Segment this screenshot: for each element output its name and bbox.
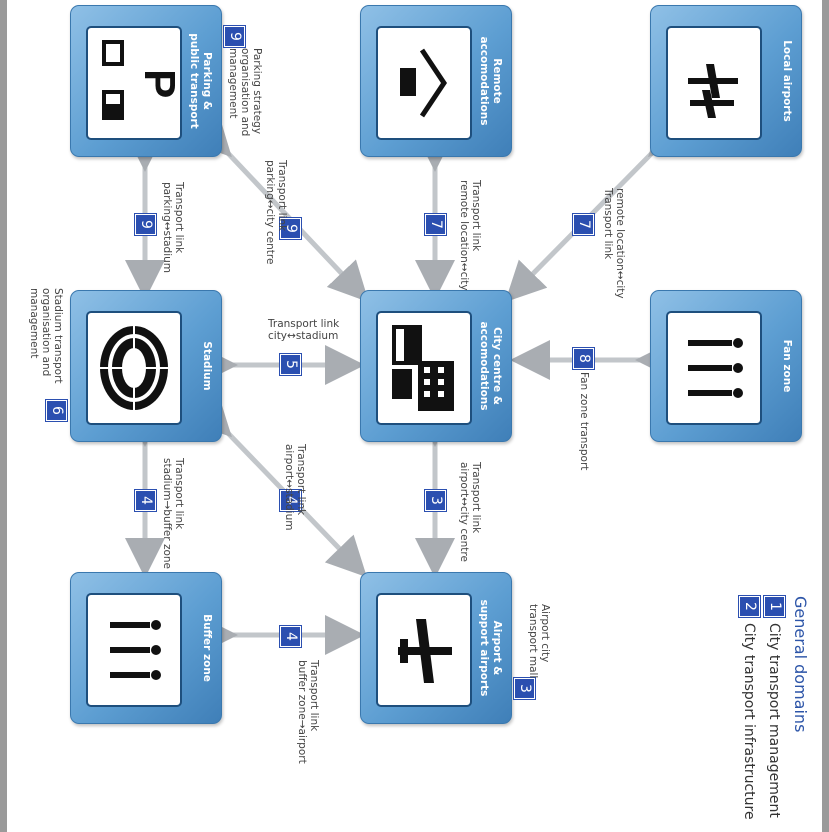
airplanes-icon: [666, 26, 762, 140]
link-badge-city-airport: 3: [424, 489, 447, 512]
link-text-remote-city: Transport link remote location↔city: [458, 180, 482, 291]
legend: General domains 1 City transport managem…: [738, 595, 810, 826]
legend-label-2: City transport infrastructure: [741, 623, 758, 820]
node-parking-public-transport: P Parking & public transport: [70, 5, 222, 157]
link-badge-buffer-airport: 4: [279, 625, 302, 648]
crowd-icon: [86, 593, 182, 707]
link-badge-stadium-city: 5: [279, 353, 302, 376]
node-remote-accomodations: Remote accomodations: [360, 5, 512, 157]
node-fan-zone: Fan zone: [650, 290, 802, 442]
fan-zone-label: Fan zone: [781, 339, 793, 393]
stadium-domain-badge: 6: [45, 399, 68, 422]
parking-domain-badge: 9: [223, 25, 246, 48]
link-text-fan-city: Fan zone transport: [578, 372, 590, 471]
node-city-centre: City centre & accomodations: [360, 290, 512, 442]
link-text-stadium-buffer: Transport link stadium→buffer zone: [161, 458, 185, 570]
link-badge-parking-stadium: 9: [134, 213, 157, 236]
node-airport: Airport & support airports: [360, 572, 512, 724]
parking-bus-icon: P: [86, 26, 182, 140]
airport-label: Airport & support airports: [478, 599, 503, 697]
link-text-stadium-city: Transport link city↔stadium: [268, 318, 340, 342]
city-label: City centre & accomodations: [478, 321, 503, 411]
remote-label: Remote accomodations: [478, 36, 503, 126]
legend-badge-1: 1: [763, 595, 786, 618]
legend-badge-2: 2: [738, 595, 761, 618]
parking-label: Parking & public transport: [188, 33, 213, 129]
city-buildings-icon: [376, 311, 472, 425]
stadium-description: Stadium transport organisation and manag…: [28, 288, 64, 384]
svg-text:P: P: [135, 69, 180, 98]
airport-domain-badge: 3: [513, 677, 536, 700]
airplane-icon: [376, 593, 472, 707]
local-airports-label: Local airports: [781, 40, 793, 122]
legend-item-2: 2 City transport infrastructure: [738, 595, 761, 826]
right-frame-border: [822, 0, 829, 832]
node-local-airports: Local airports: [650, 5, 802, 157]
people-icon: [666, 311, 762, 425]
legend-item-1: 1 City transport management: [763, 595, 786, 826]
link-text-stadium-airport: Transport link airport↔stadium: [283, 444, 307, 531]
link-text-buffer-airport: Transport link buffer zone→airport: [296, 660, 320, 764]
hotel-icon: [376, 26, 472, 140]
legend-title: General domains: [791, 596, 810, 733]
airport-description: Airport city transport mall: [527, 604, 551, 679]
parking-description: Parking strategy organisation and manage…: [227, 48, 263, 137]
link-text-city-airport: Transport link airport↔city centre: [458, 462, 482, 562]
link-badge-airports-city: 7: [572, 213, 595, 236]
link-badge-remote-city: 7: [424, 213, 447, 236]
link-badge-stadium-buffer: 4: [134, 489, 157, 512]
buffer-zone-label: Buffer zone: [201, 614, 213, 682]
left-frame-border: [0, 0, 7, 832]
legend-label-1: City transport management: [766, 623, 783, 818]
stadium-icon: [86, 311, 182, 425]
node-buffer-zone: Buffer zone: [70, 572, 222, 724]
link-text-parking-stadium: Transport link parking↔stadium: [161, 182, 185, 274]
link-badge-fan-city: 8: [572, 347, 595, 370]
stadium-label: Stadium: [201, 341, 213, 391]
link-text-airports-city: remote location↔city Transport link: [602, 188, 626, 299]
link-text-parking-city: Transport link parking↔city centre: [264, 160, 288, 265]
node-stadium: Stadium: [70, 290, 222, 442]
